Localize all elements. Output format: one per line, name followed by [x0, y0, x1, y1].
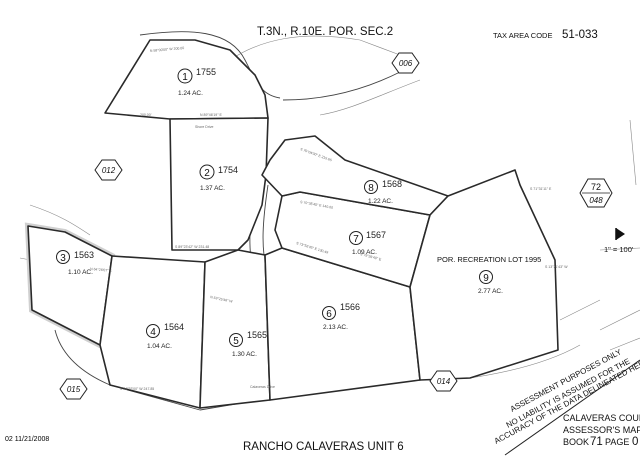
svg-text:N 58°00'00" W 200.00: N 58°00'00" W 200.00 — [150, 46, 185, 53]
recreation-lot-label: POR. RECREATION LOT 1995 — [437, 255, 541, 264]
lot-2-parcel[interactable] — [169, 117, 269, 251]
book-label: BOOK — [563, 437, 589, 447]
map-ref-72-bottom: 048 — [589, 196, 603, 205]
lot-3-circle — [56, 250, 70, 264]
lot-7-circle — [349, 231, 363, 245]
lot-3-apn: 1563 — [74, 250, 94, 260]
svg-text:200.00': 200.00' — [140, 113, 152, 117]
lot-3-parcel[interactable] — [27, 225, 113, 346]
svg-text:S 70°35'45" E 140.00: S 70°35'45" E 140.00 — [300, 200, 334, 210]
lot-8-parcel[interactable] — [261, 135, 449, 216]
map-ref-014-label: 014 — [437, 377, 451, 386]
lot-2-acres: 1.37 AC. — [200, 185, 225, 192]
svg-text:Calaveras Drive: Calaveras Drive — [250, 385, 275, 389]
lot-8-apn: 1568 — [382, 179, 402, 189]
lot-5-acres: 1.30 AC. — [232, 351, 257, 358]
lot-5-label: 5 1565 1.30 AC. — [229, 330, 267, 358]
lot-8-acres: 1.22 AC. — [368, 198, 393, 205]
lot-4-label: 4 1564 1.04 AC. — [146, 322, 184, 350]
lot-3-label: 3 1563 1.10 AC. — [56, 250, 94, 276]
map-ref-006[interactable]: 006 — [391, 52, 420, 74]
page-number: 0 — [632, 436, 638, 448]
svg-text:S 71°31'11" E: S 71°31'11" E — [530, 187, 552, 191]
svg-text:S 74°53'00" W 247.85: S 74°53'00" W 247.85 — [120, 387, 154, 391]
lot-4-circle — [146, 324, 160, 338]
lot-7-number: 7 — [353, 234, 359, 245]
lot-8-number: 8 — [368, 183, 374, 194]
lot-9-label: POR. RECREATION LOT 1995 9 2.77 AC. — [437, 255, 541, 295]
lot-2-label: 2 1754 1.37 AC. — [199, 164, 238, 192]
lot-4-acres: 1.04 AC. — [147, 343, 172, 350]
lot-7-apn: 1567 — [366, 230, 386, 240]
map-ref-006-label: 006 — [399, 59, 413, 68]
lot-7-label: 7 1567 1.09 AC. — [349, 230, 386, 256]
lot-6-circle — [322, 306, 336, 320]
lot-1-apn: 1755 — [196, 67, 216, 77]
tax-area-code: 51-033 — [562, 29, 598, 41]
lot-6-label: 6 1566 2.13 AC. — [322, 302, 360, 331]
lot-1-label: 1 1755 1.24 AC. — [177, 67, 216, 97]
lot-3-acres: 1.10 AC. — [68, 269, 93, 276]
book-number: 71 — [590, 436, 603, 448]
lot-5-number: 5 — [233, 336, 239, 347]
tax-area-code-label: TAX AREA CODE — [493, 31, 552, 40]
map-ref-012[interactable]: 012 — [94, 159, 123, 181]
lot-7-acres: 1.09 AC. — [352, 249, 377, 256]
map-ref-012-label: 012 — [102, 166, 116, 175]
scale-label: 1" = 100' — [604, 245, 634, 254]
lot-1-acres: 1.24 AC. — [178, 90, 203, 97]
map-ref-72-top: 72 — [591, 182, 601, 192]
lot-9-number: 9 — [483, 273, 489, 284]
lot-1-number: 1 — [182, 72, 188, 83]
map-ref-72-048[interactable]: 72 048 — [579, 178, 613, 208]
lot-5-apn: 1565 — [247, 330, 267, 340]
svg-text:S 89°23'42" W 231.48: S 89°23'42" W 231.48 — [175, 245, 209, 249]
svg-text:Shore Drive: Shore Drive — [195, 125, 214, 129]
north-arrow-icon — [615, 228, 625, 240]
page-label: PAGE — [605, 437, 629, 447]
lot-9-circle — [479, 270, 493, 284]
svg-text:N 89°46'19" E: N 89°46'19" E — [200, 113, 222, 117]
lot-2-circle — [199, 164, 215, 180]
lot-2-apn: 1754 — [218, 165, 238, 175]
county-line-2: ASSESSOR'S MAPS — [563, 425, 640, 435]
county-line-1: CALAVERAS COUN — [563, 413, 640, 423]
map-ref-015[interactable]: 015 — [59, 378, 88, 400]
lot-3-number: 3 — [60, 253, 66, 264]
lot-6-apn: 1566 — [340, 302, 360, 312]
lot-8-label: 8 1568 1.22 AC. — [364, 179, 402, 205]
lot-2-number: 2 — [204, 168, 210, 179]
lot-6-acres: 2.13 AC. — [323, 324, 348, 331]
survey-annotations: N 58°00'00" W 200.00 200.00' N 89°46'19"… — [90, 46, 568, 391]
lot-6-number: 6 — [326, 309, 332, 320]
township-header: T.3N., R.10E. POR. SEC.2 — [257, 26, 393, 38]
lot-4-apn: 1564 — [164, 322, 184, 332]
svg-text:N 59°25'48" W: N 59°25'48" W — [210, 295, 234, 304]
map-ref-014[interactable]: 014 — [429, 370, 458, 392]
lot-9-acres: 2.77 AC. — [478, 288, 503, 295]
lot-4-number: 4 — [150, 327, 156, 338]
svg-text:S 79°26'40" E: S 79°26'40" E — [360, 252, 383, 262]
subdivision-title: RANCHO CALAVERAS UNIT 6 — [243, 441, 404, 453]
svg-text:S 13°21'43" W: S 13°21'43" W — [545, 265, 568, 269]
lot-5-circle — [229, 333, 243, 347]
lot-8-circle — [364, 180, 378, 194]
svg-text:N 64°26'07" E: N 64°26'07" E — [90, 267, 113, 273]
map-date: 02 11/21/2008 — [5, 436, 49, 443]
map-ref-015-label: 015 — [67, 385, 81, 394]
lot-1-circle — [177, 68, 193, 84]
